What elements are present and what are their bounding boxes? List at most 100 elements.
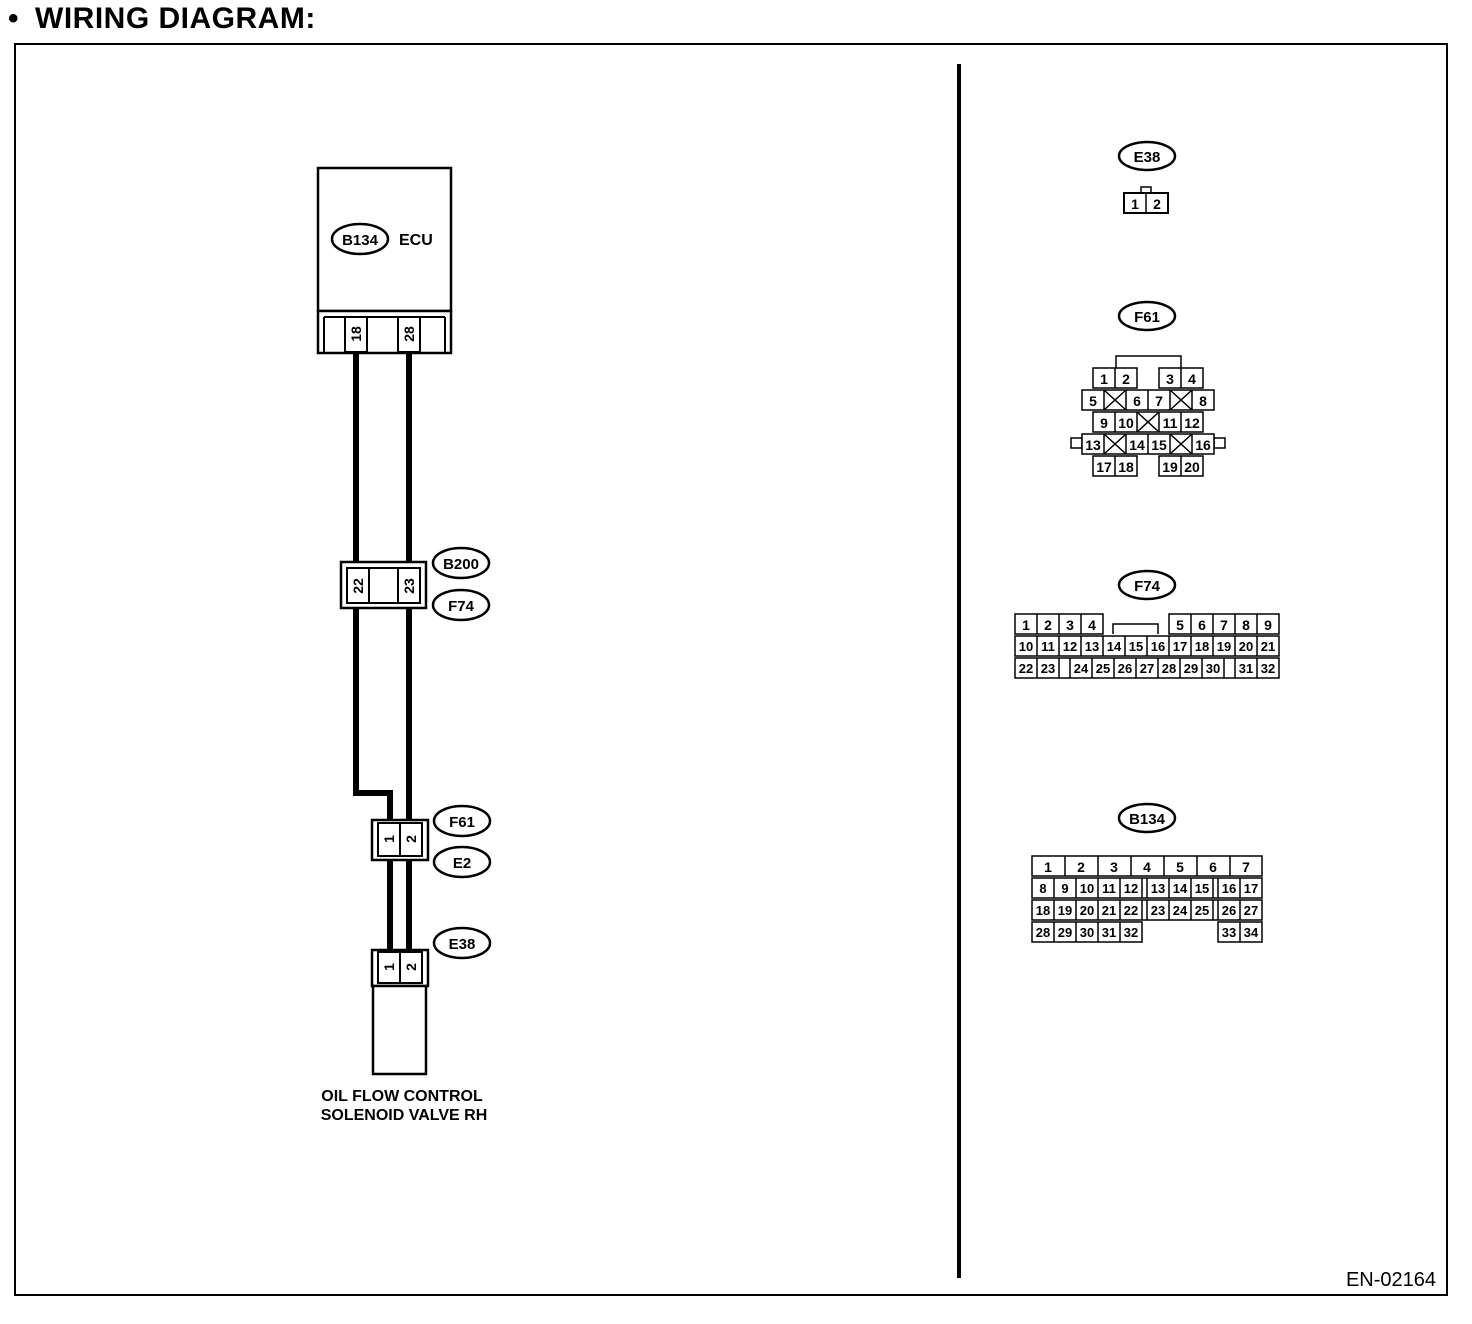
diagram-frame [14,43,1448,1296]
pinout-b134-pin: 9 [1061,881,1068,896]
pinout-b134-pin: 30 [1080,925,1094,940]
pinout-b134-label: B134 [1129,811,1166,828]
pinout-b134-pin: 23 [1151,903,1165,918]
pinout-f74-pin: 25 [1096,661,1110,676]
solenoid-pin-label: 2 [403,963,419,971]
f61-label: F61 [449,814,475,831]
pinout-b134-pin: 25 [1195,903,1209,918]
pinout-b134-pin: 19 [1058,903,1072,918]
pinout-f74-pin: 30 [1206,661,1220,676]
pinout-b134-pin: 22 [1124,903,1138,918]
pinout-f61-pin: 11 [1163,415,1178,431]
pinout-f61-pin: 5 [1089,393,1097,409]
ecu-pin-cell [344,316,368,353]
pinout-f74-pin: 5 [1176,617,1184,633]
pinout-b134-pin: 1 [1044,859,1052,875]
solenoid-pin-label: 1 [381,963,397,971]
pinout-f61-pin: 3 [1166,371,1174,387]
pinout-f61-pin: 16 [1195,437,1211,453]
ecu-pin-cell [397,316,421,353]
pinout-f61-pin: 19 [1162,459,1178,475]
pinout-b134-pin: 4 [1143,859,1151,875]
heading-bullet: • [8,2,20,35]
pinout-b134-pin: 14 [1173,881,1188,896]
pinout-f74-pin: 15 [1129,639,1143,654]
pinout-f74-pin: 29 [1184,661,1198,676]
pinout-b134-pin: 5 [1176,859,1184,875]
pinout-b134-pin: 16 [1222,881,1236,896]
pinout-b134-pin: 31 [1102,925,1116,940]
pinout-f61: F61 1 2 3 4 5 6 7 8 9 10 1 [1070,300,1226,477]
pinout-f61-pin: 12 [1184,415,1200,431]
pinout-b134-pin: 10 [1080,881,1094,896]
ecu-connector-oval [330,222,390,256]
e2-label: E2 [453,855,471,872]
b200-label: B200 [443,556,479,573]
pinout-f74-pin: 3 [1066,617,1074,633]
pinout-b134-pin: 12 [1124,881,1138,896]
pinout-b134-pin: 33 [1222,925,1236,940]
pinout-f61-pin: 10 [1118,415,1134,431]
connector-f61-e2: 1 2 F61 E2 [370,804,492,879]
pinout-f74-pin: 9 [1264,617,1272,633]
pinout-b134-pin: 15 [1195,881,1209,896]
pinout-b134-pin: 8 [1039,881,1046,896]
pinout-f74-pin: 4 [1088,617,1096,633]
pinout-b134-pin: 3 [1110,859,1118,875]
f61-e2-pin-label: 1 [381,835,397,843]
pinout-f74-pin: 10 [1019,639,1033,654]
pinout-b134-pin: 27 [1244,903,1258,918]
e38-label-oval [432,926,492,960]
solenoid-valve: 1 2 E38 OIL FLOW CONTROL SOLENOID VALVE … [321,926,492,1124]
pinout-f74-pin: 27 [1140,661,1154,676]
pinout-f74-pin: 24 [1074,661,1089,676]
pinout-e38: E38 1 2 [1117,140,1177,214]
ecu-pin-label: 28 [401,326,417,342]
f74-label: F74 [448,598,475,615]
pinout-b134-pin: 28 [1036,925,1050,940]
pinout-f74-pin: 20 [1239,639,1253,654]
pinout-f74-pin: 28 [1162,661,1176,676]
pinout-f61-pin: 15 [1151,437,1167,453]
pinout-f74-label: F74 [1134,578,1161,595]
pinout-f61-pin: 20 [1184,459,1200,475]
solenoid-label-line2: SOLENOID VALVE RH [321,1107,488,1124]
pinout-b134-pin: 29 [1058,925,1072,940]
pinout-f61-pin: 18 [1118,459,1134,475]
solenoid-body [371,984,428,1076]
pinout-f61-pin: 6 [1133,393,1141,409]
pinout-f74-pin: 23 [1041,661,1055,676]
pinout-b134-pin: 11 [1102,881,1116,896]
pinout-f74-pin: 2 [1044,617,1052,633]
ecu-label: ECU [399,232,433,249]
pinout-f61-pin: 13 [1085,437,1101,453]
pinout-f74-pin: 18 [1195,639,1209,654]
pinout-f74-pin: 1 [1022,617,1030,633]
pinout-b134-pin: 18 [1036,903,1050,918]
pinout-b134-pin: 32 [1124,925,1138,940]
pinout-f74-pin: 26 [1118,661,1132,676]
pinout-e38-pin: 2 [1153,196,1161,212]
pinout-b134-pin: 20 [1080,903,1094,918]
pinout-b134-pin: 17 [1244,881,1258,896]
wire-f74-22-to-f61-1 [353,608,393,820]
pinout-b134-pin: 13 [1151,881,1165,896]
pinout-b134-pin: 26 [1222,903,1236,918]
pinout-b134-pin: 2 [1077,859,1085,875]
pinout-f74-pin: 17 [1173,639,1187,654]
pinout-f74-pin: 14 [1107,639,1122,654]
pinout-f74-pin: 11 [1041,639,1055,654]
ecu-connector-label: B134 [342,232,379,249]
pinout-f74-pin: 7 [1220,617,1228,633]
pinout-f61-pin: 7 [1155,393,1163,409]
f74-label-oval [431,588,491,622]
figure-id: EN-02164 [1345,1269,1436,1291]
pinout-b134-pin: 34 [1244,925,1259,940]
pinout-b134-pin: 7 [1242,859,1250,875]
pinout-f74-pin: 13 [1085,639,1099,654]
ecu-unit: B134 ECU 18 28 [316,166,453,355]
joint-pin-cell [397,567,421,604]
pinout-f74-pin: 32 [1261,661,1275,676]
pinout-f74-pin: 21 [1261,639,1275,654]
